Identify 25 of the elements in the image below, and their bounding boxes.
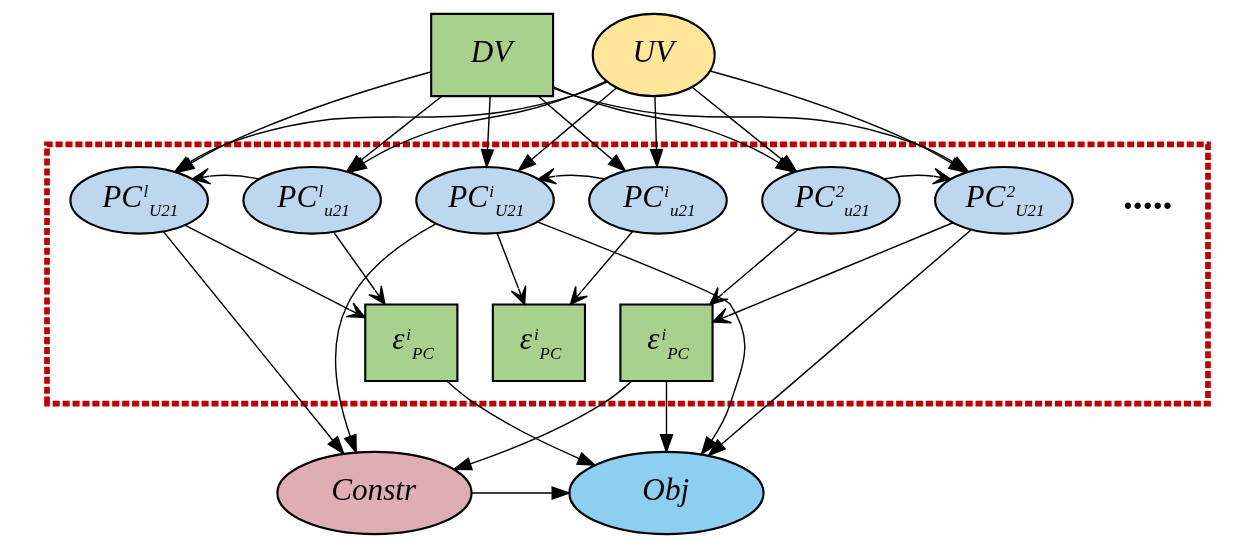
arrow (649, 95, 664, 169)
arrow (332, 231, 386, 305)
cluster (44, 141, 1211, 407)
arrow (569, 230, 634, 305)
arrow (537, 167, 606, 185)
arrow (191, 167, 260, 185)
node-box: DV (430, 12, 555, 98)
arrow (446, 380, 597, 466)
arrow (712, 222, 954, 324)
node-ellipse: UV (591, 12, 716, 98)
arrow (184, 224, 366, 319)
arrow (162, 230, 345, 456)
arrow (452, 380, 633, 471)
arrow (706, 229, 972, 457)
arrow (659, 380, 674, 454)
arrow (480, 95, 495, 169)
label: ..... (1122, 173, 1173, 218)
arrow (516, 86, 618, 172)
arrow (335, 223, 437, 455)
arrow (471, 486, 572, 500)
arrow (709, 228, 799, 306)
arrow (496, 232, 527, 306)
arrow (537, 221, 746, 457)
arrow (883, 167, 952, 185)
arrow (538, 95, 627, 173)
